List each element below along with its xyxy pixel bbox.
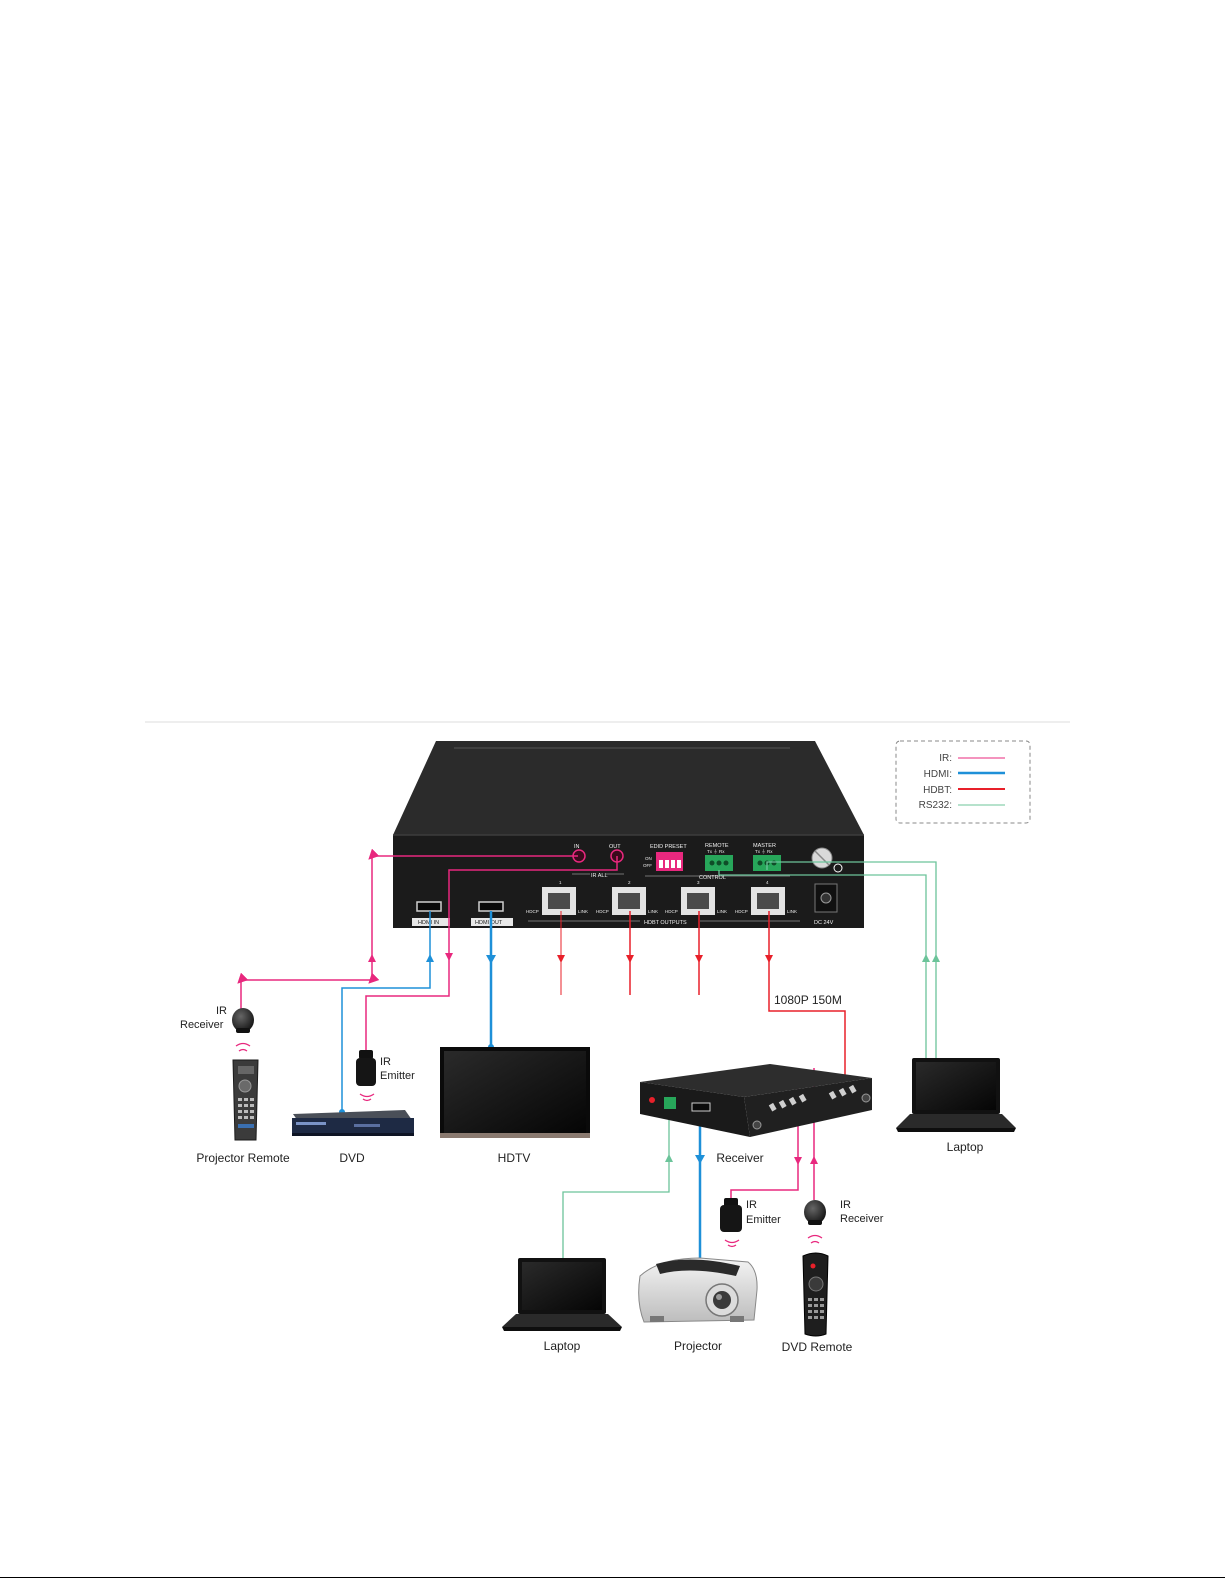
projector-remote-label: Projector Remote [196,1151,290,1165]
master-txrx-label: Tx ⏚ Rx [755,848,773,854]
link-label: LINK [578,909,588,914]
hdmi-out-label: HDMI OUT [475,920,503,926]
hdbt-port-number: 1 [559,880,562,885]
master-label: MASTER [753,843,776,849]
laptop-right-label: Laptop [947,1140,984,1154]
receiver-hdmi-port [691,1102,711,1112]
laptop-bottom-label: Laptop [544,1339,581,1353]
hdbt-output-1: 1 HDCP LINK [526,880,588,915]
ir-emitter-left-label-1: IR [380,1056,391,1068]
ir-emitter-bottom: IR Emitter [720,1198,781,1248]
ir-emitter-left: IR Emitter [356,1050,415,1102]
ir-receiver-left: IR Receiver [180,1005,254,1033]
link-label: LINK [648,909,658,914]
hdmi-in-port [416,901,442,912]
hdtv: HDTV [440,1047,590,1165]
rs232-cable-remote-to-laptop [718,870,927,1058]
page-bottom-rule [0,1577,1225,1578]
legend-rs232-label: RS232: [919,800,952,811]
receiver-rs232-terminal [664,1097,676,1109]
edid-off-label: OFF [643,863,652,868]
legend-box [895,740,1031,824]
hdtv-label: HDTV [498,1151,531,1165]
hdbt-output-3: 3 HDCP LINK [665,880,727,915]
hdcp-label: HDCP [665,909,678,914]
legend-hdbt-label: HDBT: [923,785,952,796]
hdcp-label: HDCP [735,909,748,914]
cables [237,848,940,1260]
edid-preset-label: EDID PRESET [650,844,687,850]
laptop-bottom: Laptop [502,1258,622,1353]
dvd-remote-label: DVD Remote [782,1340,853,1354]
hdcp-label: HDCP [596,909,609,914]
ir-out-label: OUT [609,844,621,850]
legend-hdmi-label: HDMI: [924,769,952,780]
hdmi-cable-dvd-to-matrix [341,911,431,1112]
dvd-player: DVD [292,1110,414,1165]
hdbt-receiver: Receiver [640,1064,872,1165]
ir-receiver-bottom-label-2: Receiver [840,1213,884,1225]
edid-on-label: ON [645,856,652,861]
legend: IR: HDMI: HDBT: RS232: [895,740,1031,824]
receiver-power-led [649,1097,655,1103]
matrix-top-surface [393,741,864,835]
remote-txrx-label: Tx ⏚ Rx [707,848,725,854]
ir-receiver-left-label-2: Receiver [180,1019,224,1031]
link-label: LINK [717,909,727,914]
ir-signal-icon [724,1239,740,1248]
rs232-cable-receiver-to-laptop [562,1108,670,1258]
ir-cable-matrix-to-ir-receiver [237,848,578,1010]
ir-in-label: IN [574,844,580,850]
ir-signal-icon [235,1042,251,1052]
laptop-right: Laptop [896,1058,1016,1154]
hdmi-in-label: HDMI IN [418,920,439,926]
ir-emitter-bottom-label-2: Emitter [746,1214,781,1226]
ir-signal-icon [807,1234,823,1244]
legend-ir-label: IR: [939,753,952,764]
remote-label: REMOTE [705,843,729,849]
receiver-label: Receiver [716,1151,763,1165]
ir-receiver-bottom-label-1: IR [840,1199,851,1211]
projector-label: Projector [674,1339,722,1353]
projector-remote: Projector Remote [196,1042,290,1165]
ir-emitter-left-label-2: Emitter [380,1070,415,1082]
hdcp-label: HDCP [526,909,539,914]
cable-length-label: 1080P 150M [774,993,842,1007]
ir-all-label: IR ALL [591,873,608,879]
hdbt-output-2: 2 HDCP LINK [596,880,658,915]
ir-receiver-bottom: IR Receiver [804,1199,884,1225]
hdmi-out-port [478,901,504,912]
control-label: CONTROL [699,875,726,881]
hdbt-outputs-label: HDBT OUTPUTS [644,920,687,926]
hdbt-port-number: 4 [766,880,769,885]
hdbt-port-number: 3 [697,880,700,885]
hdbt-port-number: 2 [628,880,631,885]
ir-signal-icon [359,1093,375,1102]
dvd-remote: DVD Remote [782,1234,853,1354]
ir-receiver-left-label-1: IR [216,1005,227,1017]
ground-terminal-icon [833,863,843,873]
ir-cable-receiver-to-ir-emitter [730,1068,799,1198]
dc-power-label: DC 24V [814,920,834,926]
hdbt-matrix-unit: IN OUT IR ALL EDID PRESET ON OFF REMOTE … [393,741,864,928]
ir-cable-matrix-to-ir-emitter [365,856,618,1050]
hdbt-output-4: 4 HDCP LINK [735,880,797,915]
projector: Projector [638,1257,758,1353]
dvd-label: DVD [339,1151,365,1165]
link-label: LINK [787,909,797,914]
ir-emitter-bottom-label-1: IR [746,1199,757,1211]
